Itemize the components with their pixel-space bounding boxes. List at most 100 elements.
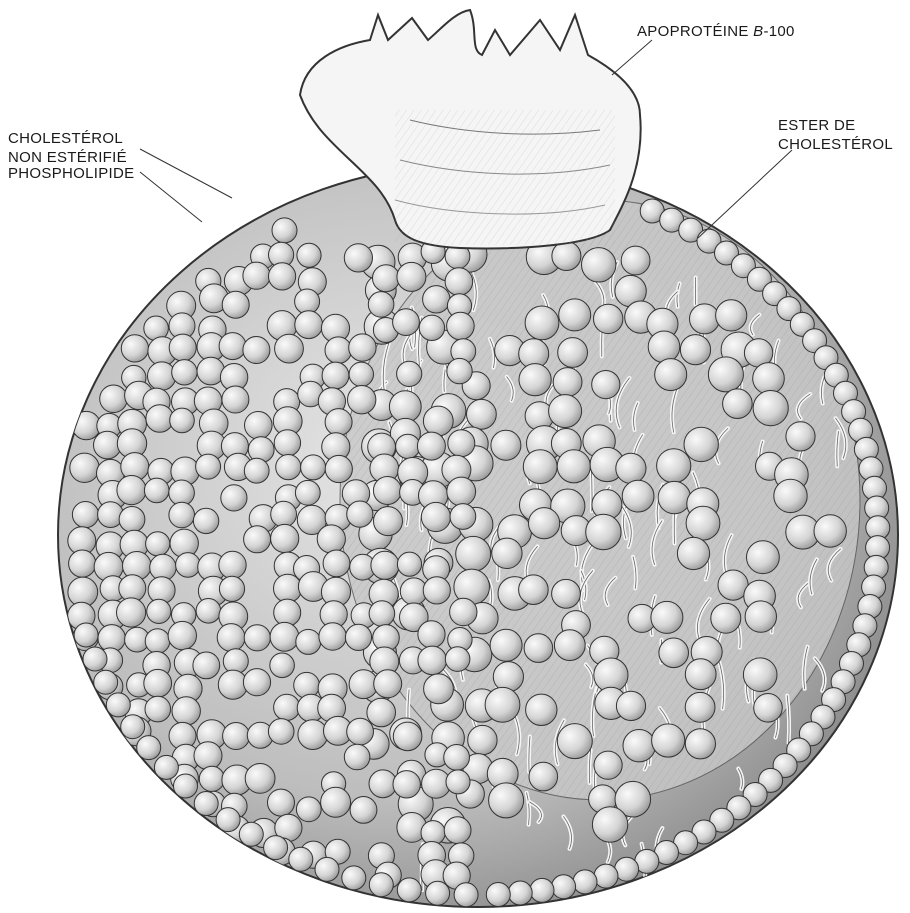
leader-phospholipid [140, 172, 202, 222]
shell-bead [393, 309, 420, 336]
core-bead [685, 692, 715, 722]
core-bead [490, 629, 522, 661]
shell-bead [374, 507, 403, 536]
label-apoprotein-italic: B [753, 23, 763, 40]
core-bead [586, 514, 621, 549]
label-ester-line1: ESTER DE [778, 116, 893, 135]
rim-bead [508, 881, 532, 905]
shell-bead [119, 507, 145, 533]
shell-bead [368, 292, 394, 318]
core-bead [553, 368, 582, 397]
core-bead [456, 536, 491, 571]
label-phospholipid-text: PHOSPHOLIPIDE [8, 165, 134, 182]
core-bead [657, 449, 691, 483]
shell-bead [295, 289, 320, 314]
label-free-cholesterol: CHOLESTÉROL NON ESTÉRIFIÉ [8, 129, 127, 167]
shell-bead [421, 502, 450, 531]
shell-bead [193, 508, 218, 533]
shell-bead [144, 478, 169, 503]
rim-bead [121, 715, 145, 739]
shell-bead [423, 577, 450, 604]
shell-bead [445, 647, 470, 672]
shell-bead [444, 745, 470, 771]
shell-bead [144, 669, 172, 697]
core-bead [745, 601, 776, 632]
shell-bead [374, 670, 402, 698]
shell-bead [448, 430, 475, 457]
core-bead [685, 659, 716, 690]
shell-bead [196, 599, 221, 624]
rim-bead [530, 878, 554, 902]
shell-bead [274, 430, 300, 456]
shell-bead [168, 621, 196, 649]
rim-bead [342, 866, 366, 890]
shell-bead [295, 480, 320, 505]
shell-bead [145, 629, 170, 654]
rim-bead [74, 623, 98, 647]
rim-bead [83, 647, 107, 671]
core-bead [754, 694, 783, 723]
shell-bead [271, 524, 299, 552]
core-bead [529, 508, 560, 539]
core-bead [582, 248, 616, 282]
shell-bead [418, 621, 445, 648]
rim-bead [552, 875, 576, 899]
shell-bead [268, 719, 294, 745]
shell-bead [397, 361, 422, 386]
shell-bead [272, 218, 297, 243]
core-bead [652, 724, 685, 757]
core-bead [747, 541, 780, 574]
shell-bead [172, 697, 200, 725]
shell-bead [270, 622, 299, 651]
shell-bead [298, 720, 328, 750]
shell-bead [274, 599, 301, 626]
rim-bead [174, 774, 198, 798]
shell-bead [296, 797, 321, 822]
core-bead [686, 506, 720, 540]
shell-bead [169, 502, 195, 528]
shell-bead [350, 797, 377, 824]
rim-bead [594, 864, 618, 888]
shell-bead [217, 624, 245, 652]
core-bead [552, 242, 581, 271]
label-apoprotein-suffix: -100 [763, 23, 794, 40]
shell-bead [424, 674, 454, 704]
rim-bead [486, 883, 510, 907]
core-bead [519, 364, 551, 396]
shell-bead [373, 265, 400, 292]
shell-bead [295, 311, 323, 339]
shell-bead [322, 362, 349, 389]
shell-bead [222, 386, 249, 413]
core-bead [711, 603, 741, 633]
core-bead [684, 427, 718, 461]
core-bead [592, 807, 627, 842]
core-bead [658, 481, 690, 513]
core-bead [677, 537, 709, 569]
shell-bead [170, 408, 195, 433]
core-bead [523, 450, 557, 484]
rim-bead [369, 873, 393, 897]
leader-apoprotein [612, 40, 652, 75]
core-bead [558, 338, 588, 368]
core-bead [559, 299, 591, 331]
shell-bead [218, 670, 247, 699]
label-cholesterol-ester: ESTER DE CHOLESTÉROL [778, 116, 893, 154]
shell-bead [275, 334, 304, 363]
shell-bead [199, 766, 224, 791]
shell-bead [325, 337, 352, 364]
core-bead [716, 300, 747, 331]
label-apoprotein-b100: APOPROTÉINE B-100 [637, 22, 795, 41]
shell-bead [223, 723, 250, 750]
core-bead [648, 331, 680, 363]
core-bead [557, 724, 592, 759]
core-bead [680, 335, 710, 365]
shell-bead [393, 771, 420, 798]
shell-bead [397, 552, 421, 576]
core-bead [708, 357, 743, 392]
shell-bead [274, 694, 300, 720]
shell-bead [243, 262, 270, 289]
core-bead [651, 601, 683, 633]
shell-bead [219, 576, 244, 601]
shell-bead [450, 598, 477, 625]
